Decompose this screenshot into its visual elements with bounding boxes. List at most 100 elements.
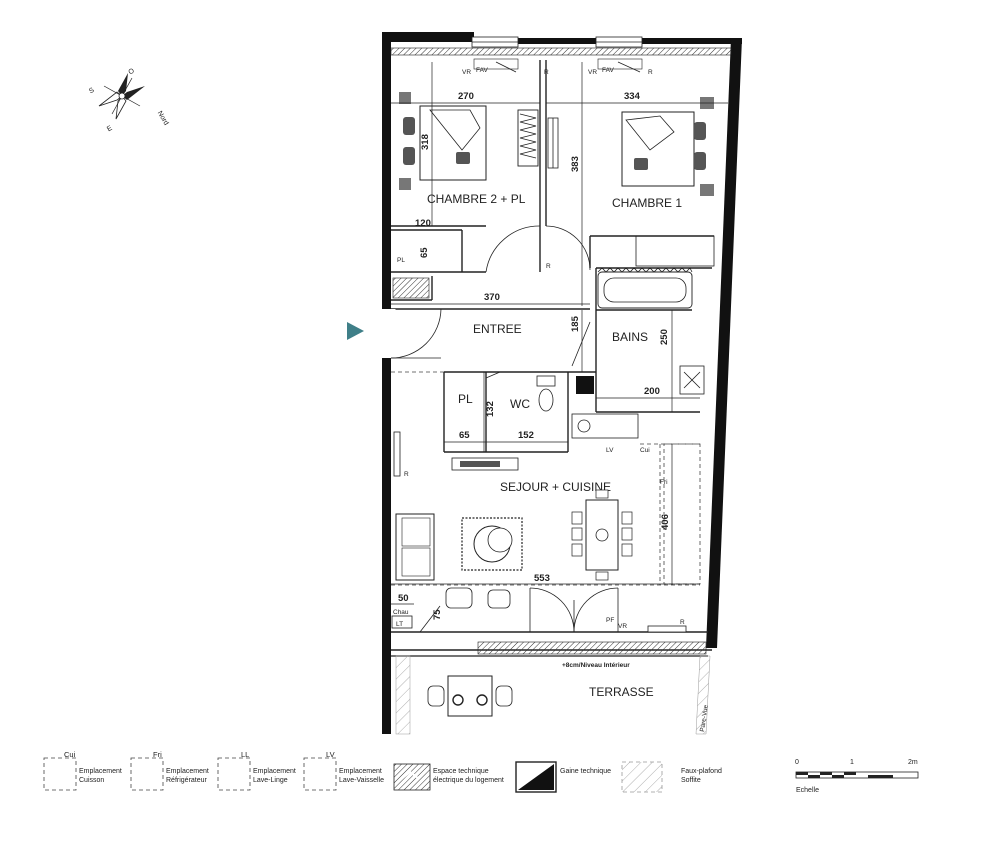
door-chambre1 [545, 225, 591, 271]
compass-e: E [106, 125, 114, 134]
legend-fri: Fri Emplacement Réfrigérateur [130, 750, 209, 791]
dim-318: 318 [420, 134, 431, 150]
legend-lv: LV Emplacement Lave-Vaisselle [303, 750, 384, 791]
dim-383: 383 [570, 156, 581, 172]
terrace-table [427, 675, 513, 717]
sofa [395, 513, 435, 581]
legend-ll-code: LL [241, 750, 249, 759]
legend-ll-line1: Emplacement [253, 768, 296, 775]
legend-faux-line1: Faux-plafond [681, 768, 722, 775]
niveau-label: +8cm/Niveau Intérieur [562, 662, 630, 669]
legend-espace-line1: Espace technique [433, 768, 489, 775]
window-chambre2 [471, 36, 519, 70]
dim-406: 406 [660, 514, 671, 530]
r-label-sejour: R [404, 471, 409, 478]
threshold-grate [477, 641, 707, 655]
entry-door [386, 308, 442, 359]
legend-cui-line2: Cuisson [79, 777, 104, 784]
radiator-left [393, 431, 401, 477]
armchair-2 [487, 589, 511, 609]
legend-cui-code: Cui [64, 750, 76, 759]
scale-tick-2: 2m [908, 759, 918, 766]
window-chambre1 [595, 36, 643, 70]
r-label-bottom: R [680, 619, 685, 626]
scale-bar: 0 1 2m Echelle [795, 759, 919, 794]
legend-fri-line2: Réfrigérateur [166, 777, 208, 784]
compass-s: S [88, 87, 96, 96]
coffee-table-rug [461, 517, 523, 571]
legend-lv-line2: Lave-Vaisselle [339, 777, 384, 784]
cui-label: Cui [640, 447, 650, 454]
terrace-outline [391, 655, 711, 735]
door-bains [571, 321, 591, 367]
electrical-space [392, 277, 430, 299]
patio-door [529, 587, 619, 633]
dim-200: 200 [644, 386, 660, 397]
wardrobe-chambre2 [517, 109, 559, 169]
legend: Cui Emplacement Cuisson Fri Emplacement … [43, 750, 722, 793]
chau-label: Chau [393, 609, 409, 616]
legend-espace-line2: électrique du logement [433, 777, 504, 784]
vr-label-1: VR [462, 69, 471, 76]
technical-shaft [576, 376, 594, 394]
exterior-walls [382, 32, 742, 734]
vr-label-3: VR [618, 623, 627, 630]
legend-lv-line1: Emplacement [339, 768, 382, 775]
legend-ll: LL Emplacement Lave-Linge [217, 750, 296, 791]
room-label-bains: BAINS [612, 330, 648, 344]
room-label-chambre2: CHAMBRE 2 + PL [427, 192, 526, 206]
dim-553: 553 [534, 573, 550, 584]
armchair-1 [445, 587, 473, 609]
boiler-cabinet [391, 615, 413, 629]
room-label-sejour: SEJOUR + CUISINE [500, 480, 611, 494]
kitchen-counter [663, 443, 701, 585]
vr-label-2: VR [588, 69, 597, 76]
door-wc [485, 371, 501, 379]
legend-faux-plafond: Faux-plafond Soffite [621, 761, 722, 793]
dim-65-b: 65 [459, 430, 470, 441]
pl-closet-label: PL [397, 257, 405, 264]
compass-o: O [128, 67, 137, 76]
legend-cui: Cui Emplacement Cuisson [43, 750, 122, 791]
entry-arrow-icon [347, 322, 364, 340]
room-label-wc: WC [510, 397, 530, 411]
r-label-2: R [648, 69, 653, 76]
scale-tick-1: 1 [850, 759, 854, 766]
legend-cui-line1: Emplacement [79, 768, 122, 775]
bathtub [597, 267, 693, 309]
scale-tick-0: 0 [795, 759, 799, 766]
bed-chambre1 [621, 97, 714, 196]
scale-label: Echelle [796, 787, 819, 794]
dim-120: 120 [415, 218, 431, 229]
dim-270: 270 [458, 91, 474, 102]
fav-label-1: FAV [476, 67, 488, 74]
dim-250: 250 [659, 329, 670, 345]
dining-table [571, 489, 633, 581]
dim-152: 152 [518, 430, 534, 441]
legend-faux-line2: Soffite [681, 777, 701, 784]
fri-label: Fri [660, 479, 668, 486]
legend-espace-technique: Espace technique électrique du logement [393, 763, 504, 791]
wall-insulation-top [390, 47, 732, 56]
dim-334: 334 [624, 91, 641, 102]
compass-rose: S O E Nord [88, 67, 169, 133]
lv-label: LV [606, 447, 614, 454]
fav-label-2: FAV [602, 67, 614, 74]
room-label-terrasse: TERRASSE [589, 685, 654, 699]
legend-fri-line1: Emplacement [166, 768, 209, 775]
dim-370: 370 [484, 292, 500, 303]
lt-label: LT [396, 621, 403, 628]
wardrobe-chambre1 [635, 235, 715, 267]
pare-vue-label: Pare-Vue [699, 704, 710, 732]
dim-50: 50 [398, 593, 409, 604]
legend-gaine-line1: Gaine technique [560, 768, 611, 775]
legend-fri-code: Fri [153, 750, 162, 759]
r-label-bed2: R [546, 263, 551, 270]
bed-chambre2 [399, 92, 487, 190]
dim-185: 185 [570, 315, 581, 332]
dim-132: 132 [485, 401, 496, 417]
door-chambre2 [485, 225, 541, 273]
dim-75: 75 [432, 609, 443, 620]
room-label-chambre1: CHAMBRE 1 [612, 196, 682, 210]
